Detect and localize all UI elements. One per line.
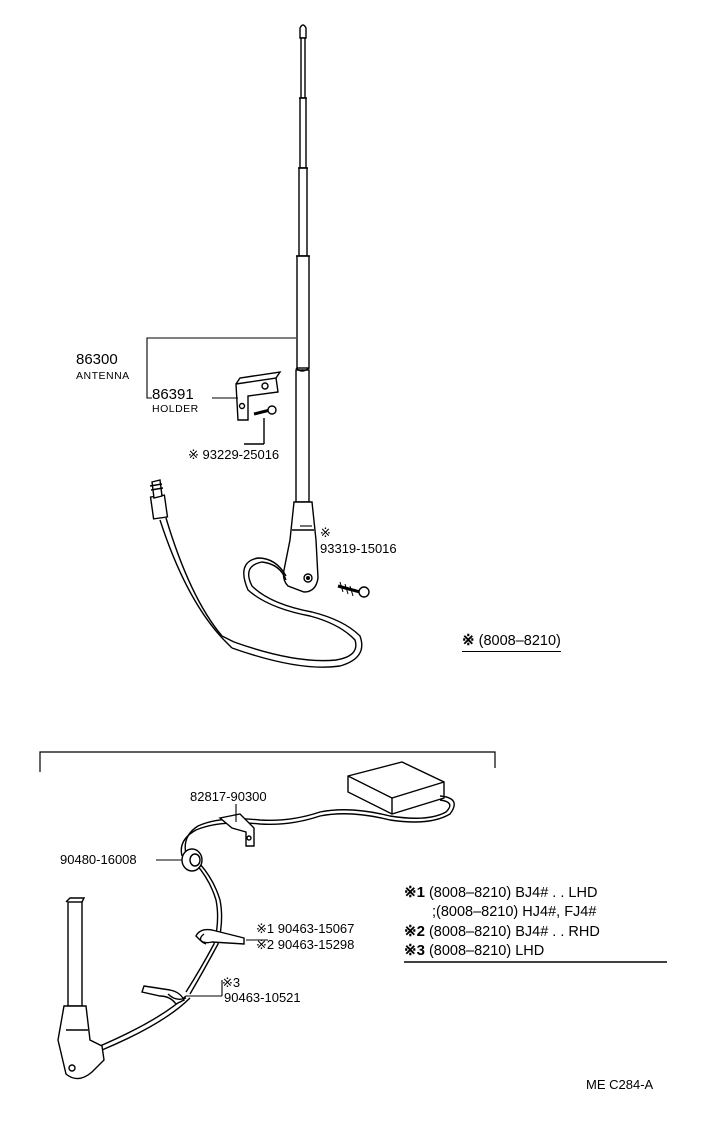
lower-frame (39, 751, 496, 772)
grommet-part-no: 90480-16008 (60, 852, 137, 867)
period-note-mark: ※ (462, 632, 475, 649)
screw-a-mark: ※ (188, 447, 199, 462)
screw-a-part-no: 93229-25016 (202, 447, 280, 462)
antenna-mast (149, 24, 363, 668)
note-1-text: (8008–8210) BJ4# . . LHD (428, 885, 598, 901)
amp-part-no: 82817-90300 (190, 789, 267, 804)
holder-name: HOLDER (152, 403, 199, 415)
screw-a-icon (244, 405, 277, 445)
screw-b-part-no: 93319-15016 (320, 541, 397, 556)
note-2-text: (8008–8210) BJ4# . . RHD (428, 924, 600, 940)
leader-lines-upper (146, 337, 312, 527)
clamp1-mark-1: ※1 (256, 921, 275, 936)
period-note: ※ (8008–8210) (462, 633, 561, 652)
clamp1-mark-2: ※2 (256, 937, 275, 952)
note-3-text: (8008–8210) LHD (428, 943, 545, 959)
holder-bracket (235, 371, 282, 421)
screw-b-mark: ※ (320, 525, 331, 540)
clamp-3-icon (141, 980, 223, 1005)
note-3-mark: ※3 (404, 942, 425, 959)
note-2: ※2 (8008–8210) BJ4# . . RHD (404, 924, 600, 940)
clamp3-mark: ※3 (222, 975, 241, 990)
holder-part-no: 86391 (152, 386, 194, 403)
clamp1-part-2: 90463-15298 (277, 937, 355, 952)
note-1b: ;(8008–8210) HJ4#, FJ4# (432, 905, 596, 920)
note-2-mark: ※2 (404, 923, 425, 940)
screw-a-label: ※ 93229-25016 (188, 448, 279, 461)
clamp1-line2: ※2 90463-15298 (256, 938, 354, 951)
clamp1-line1: ※1 90463-15067 (256, 922, 354, 935)
note-1b-text: ;(8008–8210) HJ4#, FJ4# (432, 904, 597, 920)
lower-antenna (57, 897, 105, 1080)
diagram-code: ME C284-A (586, 1077, 654, 1092)
amplifier-box (347, 761, 445, 815)
period-note-text: (8008–8210) (478, 633, 561, 649)
note-3: ※3 (8008–8210) LHD (404, 943, 544, 959)
clip-icon (218, 804, 255, 847)
grommet-icon (156, 848, 203, 872)
antenna-part-no: 86300 (76, 351, 118, 368)
clamp1-part-1: 90463-15067 (277, 921, 355, 936)
note-1-mark: ※1 (404, 884, 425, 901)
clamp3-part-no: 90463-10521 (224, 990, 301, 1005)
note-1: ※1 (8008–8210) BJ4# . . LHD (404, 885, 597, 901)
screw-b-icon (337, 581, 370, 598)
clamp-1-icon (195, 928, 268, 945)
antenna-name: ANTENNA (76, 370, 130, 382)
